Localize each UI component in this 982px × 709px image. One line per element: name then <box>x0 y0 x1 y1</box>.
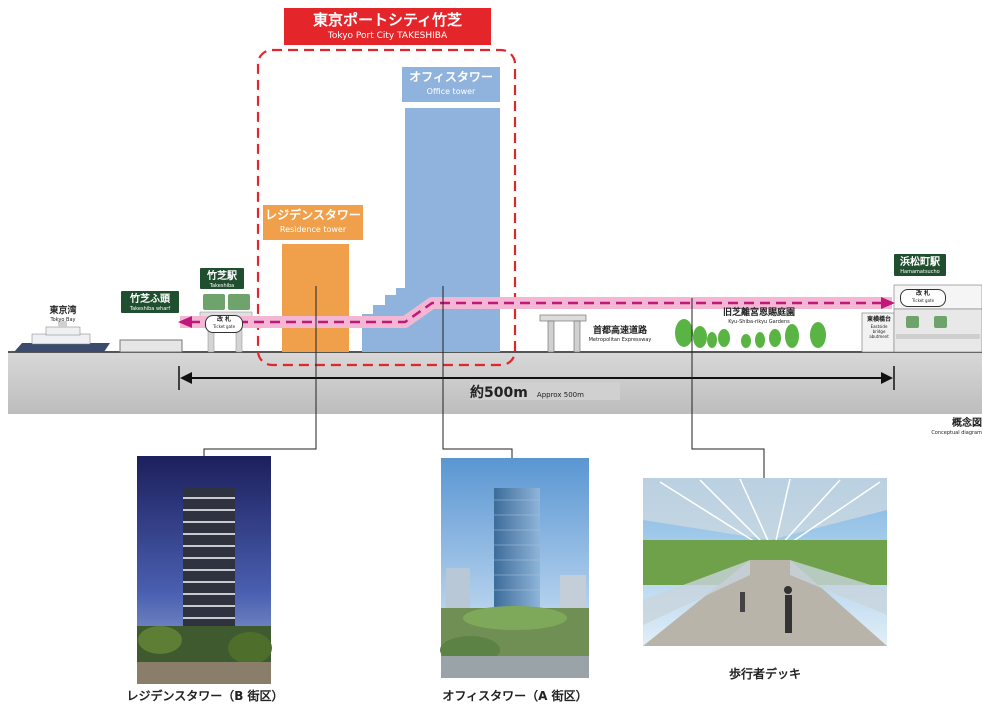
ticket-gate-right: 改 札 Ticket gate <box>900 289 946 307</box>
caption-residence: レジデンスタワー（B 街区） <box>126 689 284 703</box>
ticket-gate-left-en: Ticket gate <box>212 324 236 329</box>
office-tower-tag-jp: オフィスタワー <box>409 70 493 84</box>
distance-jp: 約500m <box>470 385 528 401</box>
office-tower-tag-en: Office tower <box>426 87 476 96</box>
wharf-step <box>119 339 183 353</box>
tokyo-bay-label: 東京湾 Tokyo Bay <box>38 306 88 323</box>
ticket-gate-left: 改 札 Ticket gate <box>205 315 243 333</box>
bridge-abutment-en: Eastside bridge abutment <box>869 324 889 339</box>
leader-office <box>442 286 513 458</box>
takeshiba-station-sign: 竹芝駅 Takeshiba <box>200 268 244 289</box>
ship-icon <box>14 321 110 352</box>
conceptual-diagram-label: 概念図 Conceptual diagram <box>912 418 982 437</box>
distance-en: Approx 500m <box>536 391 584 399</box>
project-title-en: Tokyo Port City TAKESHIBA <box>327 31 448 41</box>
ticket-gate-left-jp: 改 札 <box>216 316 232 323</box>
ticket-gate-right-jp: 改 札 <box>915 290 931 297</box>
expressway-en: Metropolitan Expressway <box>588 337 652 343</box>
hamamatsucho-station-sign: 浜松町駅 Hamamatsucho <box>894 254 946 276</box>
hamamatsucho-station-en: Hamamatsucho <box>900 269 940 275</box>
pedestrian-deck-photo <box>643 478 887 646</box>
office-tower-tag: オフィスタワー Office tower <box>402 67 500 102</box>
expressway-label: 首都高速道路 Metropolitan Expressway <box>578 326 662 343</box>
takeshiba-wharf-sign: 竹芝ふ頭 Takeshiba wharf <box>121 291 179 313</box>
tokyo-bay-jp: 東京湾 <box>49 306 77 316</box>
takeshiba-wharf-en: Takeshiba wharf <box>129 306 171 312</box>
ticket-gate-right-en: Ticket gate <box>911 298 935 303</box>
tokyo-bay-en: Tokyo Bay <box>50 317 76 323</box>
takeshiba-wharf-jp: 竹芝ふ頭 <box>130 294 170 305</box>
garden-jp: 旧芝離宮恩賜庭園 <box>722 308 795 318</box>
office-tower-photo <box>440 458 589 678</box>
takeshiba-station-jp: 竹芝駅 <box>207 271 237 282</box>
pedestrian-deck-arrow <box>190 301 884 324</box>
project-title-jp: 東京ポートシティ竹芝 <box>312 11 463 29</box>
project-title-box: 東京ポートシティ竹芝 Tokyo Port City TAKESHIBA <box>284 8 491 45</box>
expressway-jp: 首都高速道路 <box>592 326 647 336</box>
garden-label: 旧芝離宮恩賜庭園 Kyu-Shiba-rikyu Gardens <box>703 308 815 325</box>
bridge-abutment-label: 東横橋台 Eastside bridge abutment <box>864 316 894 339</box>
residence-tower-tag-jp: レジデンスタワー <box>265 208 361 222</box>
distance-arrow-left <box>180 372 192 384</box>
bridge-abutment-jp: 東横橋台 <box>866 316 891 323</box>
arrow-head-right <box>881 297 895 309</box>
office-tower-shape <box>362 108 500 352</box>
caption-deck: 歩行者デッキ <box>728 667 801 681</box>
caption-office: オフィスタワー（A 街区） <box>442 689 588 703</box>
garden-en: Kyu-Shiba-rikyu Gardens <box>728 319 790 325</box>
residence-tower-tag: レジデンスタワー Residence tower <box>263 205 363 240</box>
conceptual-en: Conceptual diagram <box>931 430 982 436</box>
residence-tower-tag-en: Residence tower <box>279 225 347 234</box>
hamamatsucho-station-jp: 浜松町駅 <box>900 257 940 268</box>
expressway-structure <box>539 314 587 353</box>
block-boundary <box>256 48 517 367</box>
distance-label: 約500m Approx 500m <box>470 382 620 401</box>
garden-trees <box>675 319 826 348</box>
takeshiba-station-en: Takeshiba <box>209 283 235 289</box>
leader-deck <box>691 298 765 478</box>
distance-arrow-right <box>881 372 893 384</box>
arrow-head-left <box>178 316 192 328</box>
conceptual-jp: 概念図 <box>952 418 982 429</box>
leader-residence <box>203 286 317 457</box>
residence-tower-photo <box>137 456 272 684</box>
